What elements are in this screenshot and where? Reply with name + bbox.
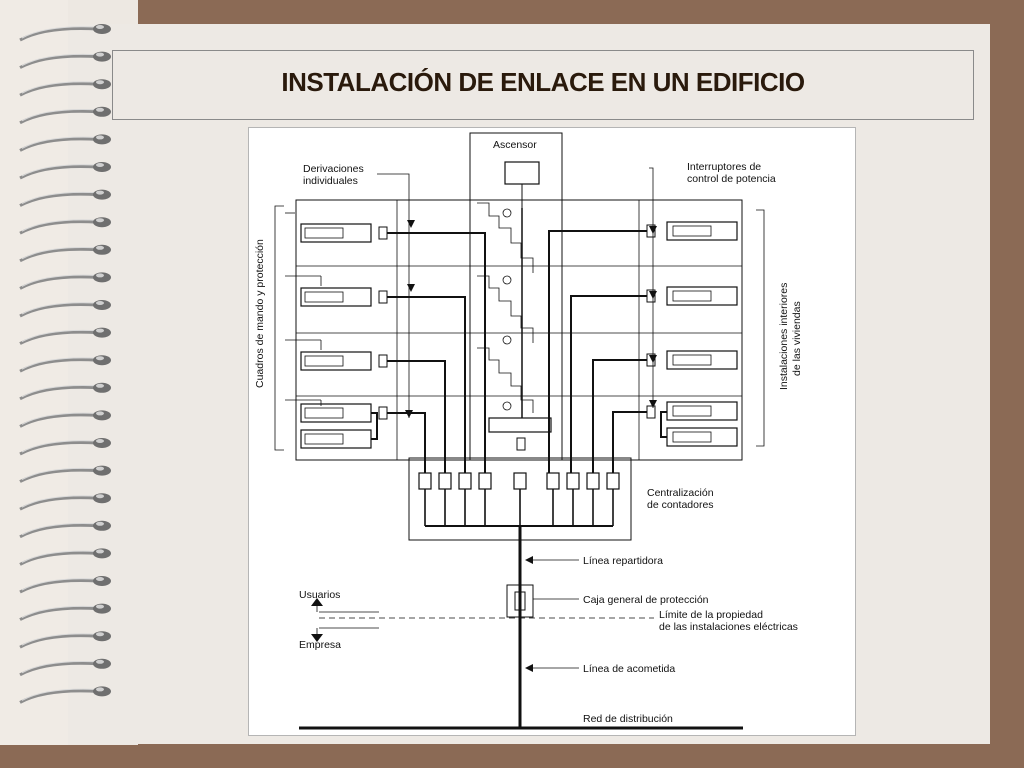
label-usuarios: Usuarios <box>299 589 340 601</box>
schematic-figure: Ascensor Derivaciones individuales Inter… <box>248 127 856 736</box>
binding-coil <box>19 520 111 539</box>
title-box: INSTALACIÓN DE ENLACE EN UN EDIFICIO <box>112 50 974 120</box>
label-interruptores-1: Interruptores de <box>687 161 761 173</box>
label-limite-1: Límite de la propiedad <box>659 609 763 621</box>
binding-coil <box>19 51 111 69</box>
binding-coil <box>19 79 111 97</box>
label-centralizacion-2: de contadores <box>647 499 714 511</box>
label-empresa: Empresa <box>299 639 341 651</box>
binding-coil <box>19 686 111 704</box>
binding-coil <box>19 658 111 677</box>
general-protection-box <box>506 584 534 618</box>
label-interruptores-2: control de potencia <box>687 173 776 185</box>
schematic-svg: Ascensor Derivaciones individuales Inter… <box>254 132 803 730</box>
label-derivaciones-2: individuales <box>303 175 358 187</box>
label-instalaciones-1: Instalaciones interiores <box>778 283 790 390</box>
binding-coil <box>19 576 111 594</box>
binding-coil <box>19 438 111 456</box>
elevator-motor <box>504 161 540 185</box>
label-derivaciones-1: Derivaciones <box>303 163 364 175</box>
label-ascensor: Ascensor <box>493 139 537 151</box>
label-red-distribucion: Red de distribución <box>583 713 673 725</box>
binding-coil <box>19 134 111 152</box>
spiral-binding <box>19 24 111 704</box>
label-linea-repartidora: Línea repartidora <box>583 555 663 567</box>
binding-coil <box>19 603 111 621</box>
binding-coil <box>19 465 111 483</box>
slide-title: INSTALACIÓN DE ENLACE EN UN EDIFICIO <box>281 67 805 97</box>
binding-coil <box>19 548 111 566</box>
binding-coil <box>19 382 111 401</box>
binding-coil <box>19 189 111 207</box>
left-tab-inner <box>0 0 68 745</box>
binding-coil <box>19 410 111 428</box>
binding-coil <box>19 355 111 373</box>
binding-coil <box>19 327 111 345</box>
binding-coil <box>19 272 111 290</box>
binding-coil <box>19 300 111 318</box>
left-panels <box>300 223 388 449</box>
label-instalaciones-2: de las viviendas <box>791 301 803 376</box>
binding-coil <box>19 106 111 125</box>
binding-coil <box>19 631 111 649</box>
label-cuadros: Cuadros de mando y protección <box>254 239 266 388</box>
label-caja-general: Caja general de protección <box>583 594 709 606</box>
elevator-shaft <box>469 132 563 461</box>
binding-coil <box>19 24 111 42</box>
label-limite-2: de las instalaciones eléctricas <box>659 621 798 633</box>
binding-coil <box>19 162 111 180</box>
building-frame <box>295 199 743 461</box>
binding-coil <box>19 217 111 235</box>
binding-coil <box>19 493 111 511</box>
binding-coil <box>19 244 111 263</box>
label-linea-acometida: Línea de acometida <box>583 663 675 675</box>
label-centralizacion-1: Centralización <box>647 487 714 499</box>
